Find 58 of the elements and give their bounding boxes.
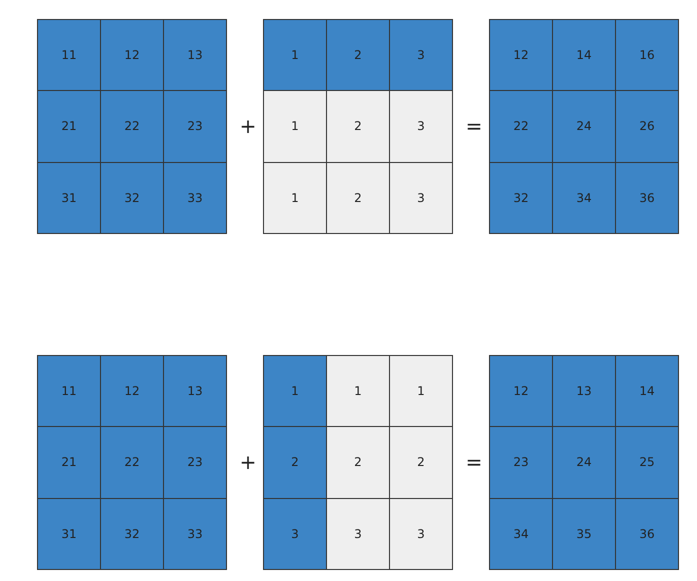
table-cell: 2 [326, 90, 390, 163]
table-cell: 32 [489, 162, 553, 234]
table-cell: 33 [163, 498, 227, 570]
plus-sign: + [240, 114, 256, 138]
table-cell: 22 [100, 90, 164, 163]
table-cell: 3 [389, 162, 453, 234]
table-cell: 1 [263, 355, 327, 428]
table-cell: 3 [263, 498, 327, 570]
table-cell: 22 [100, 426, 164, 499]
table-cell: 22 [489, 90, 553, 163]
table-cell: 2 [326, 162, 390, 234]
table-cell: 1 [263, 162, 327, 234]
table-cell: 1 [263, 19, 327, 92]
table-cell: 36 [615, 162, 679, 234]
table-cell: 23 [489, 426, 553, 499]
table-cell: 3 [389, 19, 453, 92]
table-cell: 12 [100, 19, 164, 92]
table-cell: 2 [326, 19, 390, 92]
table-cell: 2 [326, 426, 390, 499]
table-cell: 34 [489, 498, 553, 570]
table-cell: 26 [615, 90, 679, 163]
equals-sign: = [466, 450, 482, 474]
table-cell: 3 [389, 498, 453, 570]
table-cell: 21 [37, 426, 101, 499]
table-cell: 32 [100, 162, 164, 234]
table-cell: 35 [552, 498, 616, 570]
table-cell: 3 [326, 498, 390, 570]
table-cell: 2 [389, 426, 453, 499]
table-cell: 31 [37, 162, 101, 234]
table-cell: 12 [100, 355, 164, 428]
table-cell: 12 [489, 355, 553, 428]
table-cell: 2 [263, 426, 327, 499]
table-cell: 1 [326, 355, 390, 428]
table-cell: 13 [163, 355, 227, 428]
table-cell: 1 [263, 90, 327, 163]
table-cell: 34 [552, 162, 616, 234]
table-cell: 31 [37, 498, 101, 570]
table-cell: 32 [100, 498, 164, 570]
table-cell: 3 [389, 90, 453, 163]
table-cell: 16 [615, 19, 679, 92]
table-cell: 36 [615, 498, 679, 570]
table-cell: 13 [552, 355, 616, 428]
table-cell: 13 [163, 19, 227, 92]
table-cell: 11 [37, 19, 101, 92]
equals-sign: = [466, 114, 482, 138]
table-cell: 24 [552, 426, 616, 499]
plus-sign: + [240, 450, 256, 474]
table-cell: 21 [37, 90, 101, 163]
table-cell: 14 [552, 19, 616, 92]
table-cell: 14 [615, 355, 679, 428]
table-cell: 33 [163, 162, 227, 234]
table-cell: 24 [552, 90, 616, 163]
table-cell: 12 [489, 19, 553, 92]
table-cell: 25 [615, 426, 679, 499]
table-cell: 11 [37, 355, 101, 428]
table-cell: 1 [389, 355, 453, 428]
table-cell: 23 [163, 426, 227, 499]
table-cell: 23 [163, 90, 227, 163]
